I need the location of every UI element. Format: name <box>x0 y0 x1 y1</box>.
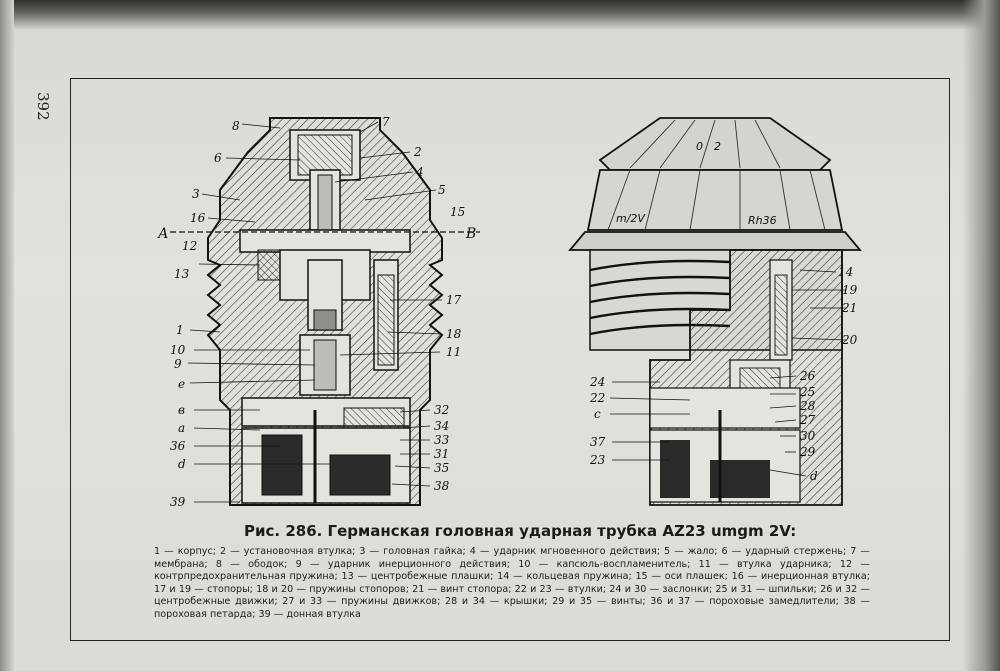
label-2: 2 <box>413 145 422 159</box>
label-17: 17 <box>446 293 462 307</box>
label-37: 37 <box>590 435 606 449</box>
label-36: 36 <box>170 439 186 453</box>
label-24: 24 <box>589 375 605 389</box>
label-38: 38 <box>434 479 450 493</box>
marking-m2v: m/2V <box>616 212 646 225</box>
right-cutaway-view: 0 2 m/2V Rh36 <box>568 117 862 506</box>
label-35: 35 <box>434 461 449 475</box>
label-6: 6 <box>214 151 222 165</box>
label-34: 34 <box>434 419 449 433</box>
label-25: 25 <box>799 385 815 399</box>
label-21: 21 <box>841 301 857 315</box>
label-15: 15 <box>450 205 465 219</box>
page-right-edge <box>962 0 1000 671</box>
label-16: 16 <box>190 211 206 225</box>
label-29: 29 <box>799 445 816 459</box>
page-number: 392 <box>34 92 52 121</box>
label-e: e <box>178 377 185 391</box>
label-c: c <box>594 407 601 421</box>
label-d-right: d <box>810 469 818 483</box>
label-30: 30 <box>800 429 816 443</box>
label-v: в <box>178 403 185 417</box>
label-19: 19 <box>842 283 858 297</box>
label-7: 7 <box>382 115 390 129</box>
label-10: 10 <box>170 343 186 357</box>
left-sectional-view: 8 7 6 2 3 4 5 16 15 А В 12 13 17 1 18 10… <box>157 115 480 509</box>
label-18: 18 <box>446 327 462 341</box>
label-13: 13 <box>174 267 190 281</box>
book-gutter-shadow <box>0 0 1000 30</box>
label-a: a <box>178 421 185 435</box>
label-26: 26 <box>799 369 816 383</box>
label-1: 1 <box>176 323 184 337</box>
figure-legend: 1 — корпус; 2 — установочная втулка; 3 —… <box>154 546 870 620</box>
label-11: 11 <box>446 345 461 359</box>
cap-mark-0: 0 <box>696 140 703 153</box>
label-22: 22 <box>589 391 605 405</box>
figure-caption: Рис. 286. Германская головная ударная тр… <box>244 522 797 540</box>
label-31: 31 <box>434 447 449 461</box>
label-27: 27 <box>799 413 816 427</box>
marking-rh36: Rh36 <box>748 214 777 227</box>
cap-mark-2: 2 <box>714 140 721 153</box>
label-14: 14 <box>838 265 853 279</box>
label-section-b: В <box>465 226 476 242</box>
label-5: 5 <box>438 183 446 197</box>
label-8: 8 <box>232 119 240 133</box>
label-4: 4 <box>415 165 424 179</box>
label-section-a: А <box>157 226 169 242</box>
label-3: 3 <box>192 187 200 201</box>
label-23: 23 <box>589 453 606 467</box>
label-32: 32 <box>434 403 449 417</box>
fuze-drawing: 8 7 6 2 3 4 5 16 15 А В 12 13 17 1 18 10… <box>157 115 862 509</box>
label-28: 28 <box>799 399 816 413</box>
label-39: 39 <box>170 495 186 509</box>
label-33: 33 <box>434 433 450 447</box>
label-12: 12 <box>182 239 197 253</box>
figure-frame <box>70 78 950 641</box>
label-d: d <box>178 457 186 471</box>
label-20: 20 <box>841 333 858 347</box>
page-left-edge <box>0 0 14 671</box>
label-9: 9 <box>174 357 182 371</box>
